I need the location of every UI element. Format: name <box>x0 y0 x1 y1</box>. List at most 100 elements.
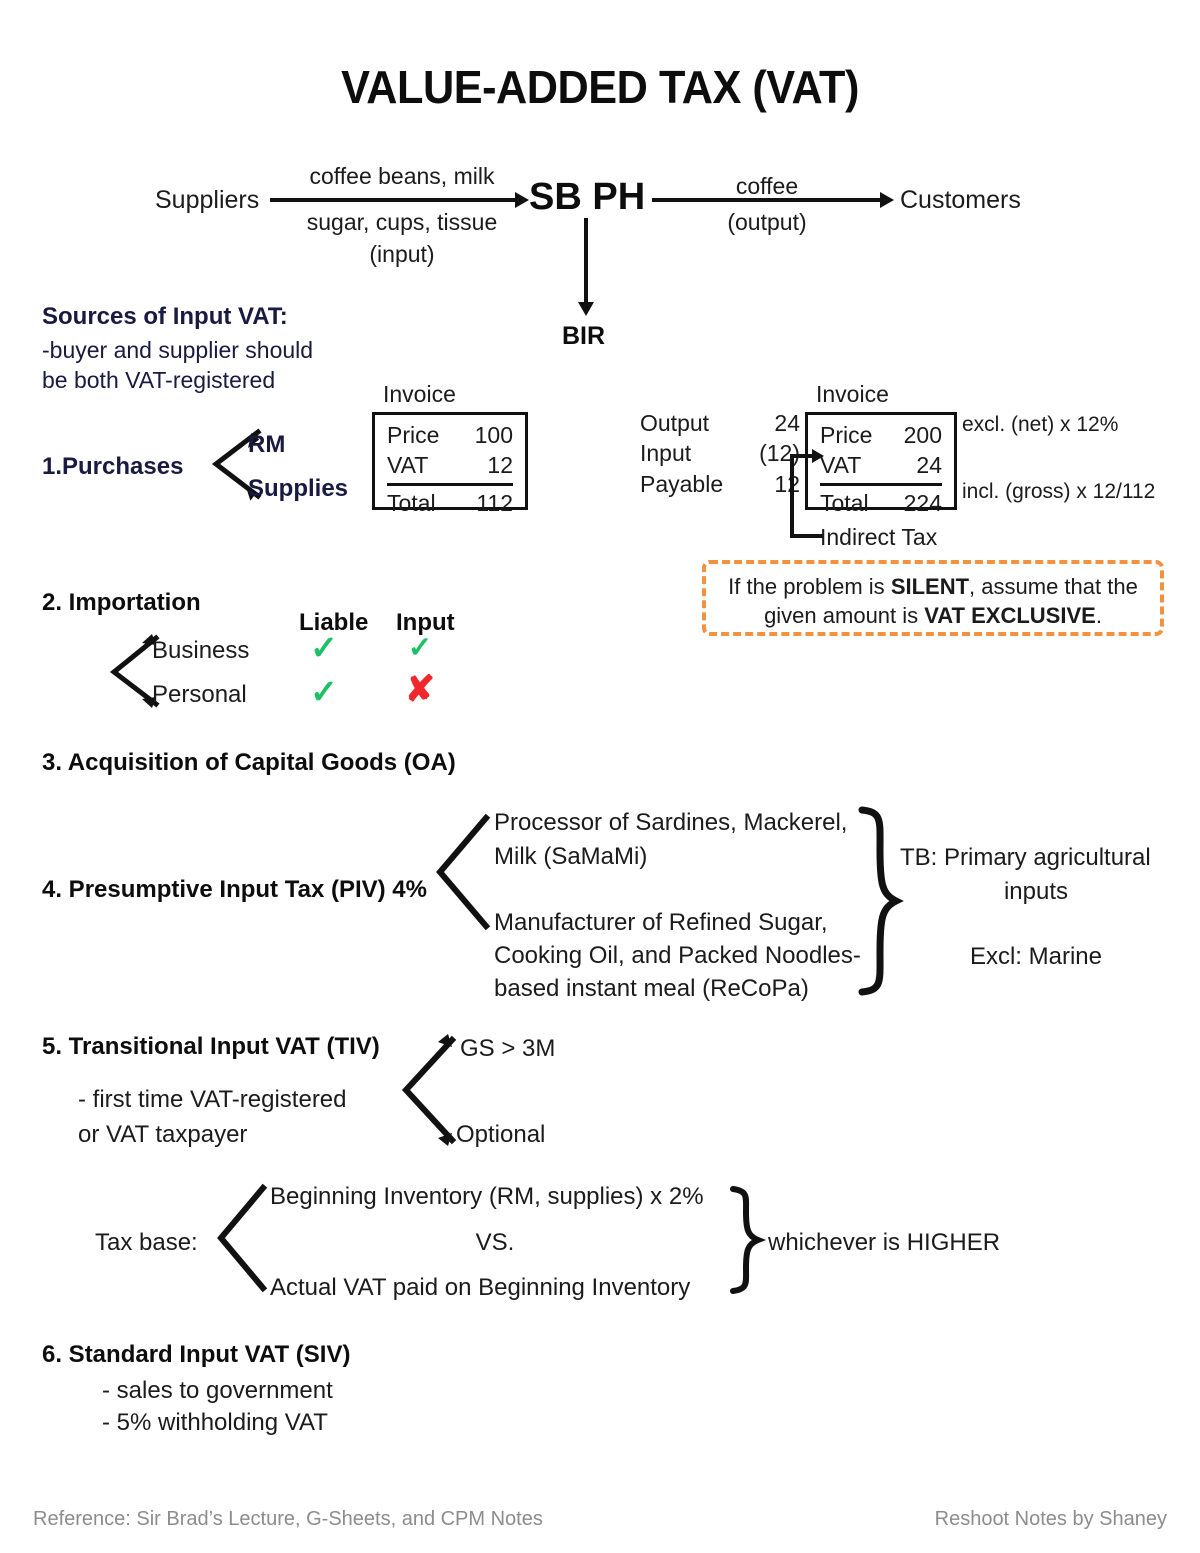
item4-note-tb-line2: inputs <box>1003 878 1069 905</box>
item5-taxbase-bracket <box>217 1183 268 1293</box>
item1-invoice-row-price: Price 100 <box>387 420 513 450</box>
item4-branch-bottom-line2: Cooking Oil, and Packed Noodles- <box>494 942 861 969</box>
item4-branch-top-line2: Milk (SaMaMi) <box>494 843 648 870</box>
sources-note-line2: be both VAT-registered <box>42 367 276 393</box>
vat-summary-row-output-value: 24 <box>774 410 800 436</box>
item5-label: 5. Transitional Input VAT (TIV) <box>42 1033 380 1060</box>
item2-col-liable-header: Liable <box>299 609 369 636</box>
invoice-right-row-price-value: 200 <box>903 422 942 448</box>
sources-heading: Sources of Input VAT: <box>42 303 288 330</box>
item2-business-input-check-icon: ✓ <box>407 632 433 664</box>
flow-customers-label: Customers <box>900 186 1021 214</box>
item1-branch-top: RM <box>248 431 286 458</box>
item1-branch-bottom: Supplies <box>248 475 349 502</box>
item4-label: 4. Presumptive Input Tax (PIV) 4% <box>42 876 427 903</box>
callout-line2-post: . <box>1095 603 1102 629</box>
flow-output-line2: (output) <box>727 209 807 235</box>
item1-invoice-row-total-label: Total <box>387 489 436 516</box>
item5-branch-bottom: Optional <box>456 1121 546 1148</box>
item4-note-tb-line1: TB: Primary agricultural <box>900 844 1151 871</box>
invoice-right-box: Price 200 VAT 24 Total 224 <box>805 412 957 516</box>
invoice-right-row-price-label: Price <box>820 422 873 448</box>
callout-line1-pre: If the problem is <box>728 574 891 599</box>
flow-input-arrow-head <box>515 192 529 208</box>
vat-summary-row-input: Input (12) <box>640 438 800 468</box>
invoice-right-row-price: Price 200 <box>820 420 942 450</box>
item2-row-personal-label: Personal <box>152 681 247 708</box>
invoice-right-row-vat: VAT 24 <box>820 450 942 480</box>
invoice-right-row-total-value: 224 <box>903 489 942 516</box>
invoice-right-rule <box>820 482 942 486</box>
item1-invoice-row-price-label: Price <box>387 422 440 448</box>
callout-line1: If the problem is SILENT, assume that th… <box>718 572 1148 601</box>
item4-branch-top-line1: Processor of Sardines, Mackerel, <box>494 809 848 836</box>
item5-taxbase-top: Beginning Inventory (RM, supplies) x 2% <box>270 1183 704 1210</box>
flow-suppliers-label: Suppliers <box>155 186 260 214</box>
flow-output-line1: coffee <box>735 173 799 199</box>
footer-credit: Reshoot Notes by Shaney <box>934 1508 1167 1530</box>
item5-taxbase-note: whichever is HIGHER <box>768 1229 1001 1256</box>
item5-taxbase-brace <box>730 1186 767 1294</box>
indirect-tax-label: Indirect Tax <box>820 524 938 550</box>
vat-summary-row-output: Output 24 <box>640 408 800 438</box>
item1-label: 1.Purchases <box>42 453 184 480</box>
item5-sub-line1: - first time VAT-registered <box>78 1086 347 1113</box>
vat-summary-rows: Output 24 Input (12) Payable 12 <box>640 408 800 499</box>
item5-taxbase-vs: VS. <box>475 1229 515 1256</box>
item5-branch-top: GS > 3M <box>460 1035 556 1062</box>
flow-output-arrow-head <box>880 192 894 208</box>
invoice-right-caption: Invoice <box>816 381 889 407</box>
item4-branch-bracket <box>436 813 491 931</box>
flow-company-label: SB PH <box>529 176 646 218</box>
silent-rule-callout: If the problem is SILENT, assume that th… <box>702 560 1164 636</box>
vat-summary-row-payable-label: Payable <box>640 470 724 497</box>
item1-invoice-row-vat-label: VAT <box>387 452 429 479</box>
item4-right-brace <box>858 806 904 996</box>
flow-input-line1: coffee beans, milk <box>309 163 495 189</box>
item1-invoice-row-total: Total 112 <box>387 488 513 518</box>
item2-label: 2. Importation <box>42 589 201 616</box>
indirect-tax-connector <box>790 449 824 538</box>
item1-invoice-caption: Invoice <box>383 381 456 407</box>
flow-bir-label: BIR <box>562 322 606 350</box>
flow-input-line2: sugar, cups, tissue <box>306 209 498 235</box>
vat-summary-row-input-label: Input <box>640 440 692 467</box>
invoice-right-row-total: Total 224 <box>820 488 942 518</box>
callout-line1-post: , assume that the <box>969 574 1138 599</box>
invoice-right-row-total-label: Total <box>820 489 869 516</box>
item1-invoice-row-price-value: 100 <box>474 422 513 448</box>
item4-note-excl: Excl: Marine <box>969 943 1103 970</box>
item5-branch-bracket <box>401 1034 457 1146</box>
flow-bir-arrow-line <box>584 218 588 304</box>
item1-invoice-row-vat-value: 12 <box>487 452 513 479</box>
item1-invoice-row-total-value: 112 <box>476 489 513 516</box>
item5-taxbase-bottom: Actual VAT paid on Beginning Inventory <box>270 1274 691 1301</box>
item2-personal-liable-check-icon: ✓ <box>310 673 338 710</box>
invoice-right-note-incl: incl. (gross) x 12/112 <box>962 480 1156 503</box>
item3-label: 3. Acquisition of Capital Goods (OA) <box>42 749 456 776</box>
flow-input-arrow-line <box>270 198 518 202</box>
item2-business-liable-check-icon: ✓ <box>310 629 338 666</box>
flow-bir-arrow-head <box>578 302 594 316</box>
item1-invoice-rule <box>387 482 513 486</box>
footer-reference: Reference: Sir Brad’s Lecture, G-Sheets,… <box>33 1508 543 1530</box>
vat-summary-row-payable-value: 12 <box>774 470 800 497</box>
item6-sub-line2: - 5% withholding VAT <box>102 1409 328 1436</box>
invoice-right-note-excl: excl. (net) x 12% <box>962 413 1119 436</box>
item5-taxbase-label: Tax base: <box>95 1229 198 1256</box>
item1-branch-bracket <box>211 428 262 501</box>
vat-summary-row-output-label: Output <box>640 410 710 436</box>
callout-line2: given amount is VAT EXCLUSIVE. <box>718 601 1148 630</box>
callout-line1-strong: SILENT <box>890 574 970 599</box>
item5-sub-line2: or VAT taxpayer <box>78 1121 248 1148</box>
item1-invoice-box: Price 100 VAT 12 Total 112 <box>372 412 528 516</box>
vat-summary-row-payable: Payable 12 <box>640 469 800 499</box>
flow-output-arrow-line <box>652 198 884 202</box>
item2-personal-input-cross-icon: ✘ <box>404 668 436 709</box>
sources-note-line1: -buyer and supplier should <box>42 337 314 363</box>
item2-branch-bracket <box>109 634 160 708</box>
item1-invoice-row-vat: VAT 12 <box>387 450 513 480</box>
item4-branch-bottom-line3: based instant meal (ReCoPa) <box>494 975 809 1002</box>
item4-branch-bottom-line1: Manufacturer of Refined Sugar, <box>494 909 828 936</box>
